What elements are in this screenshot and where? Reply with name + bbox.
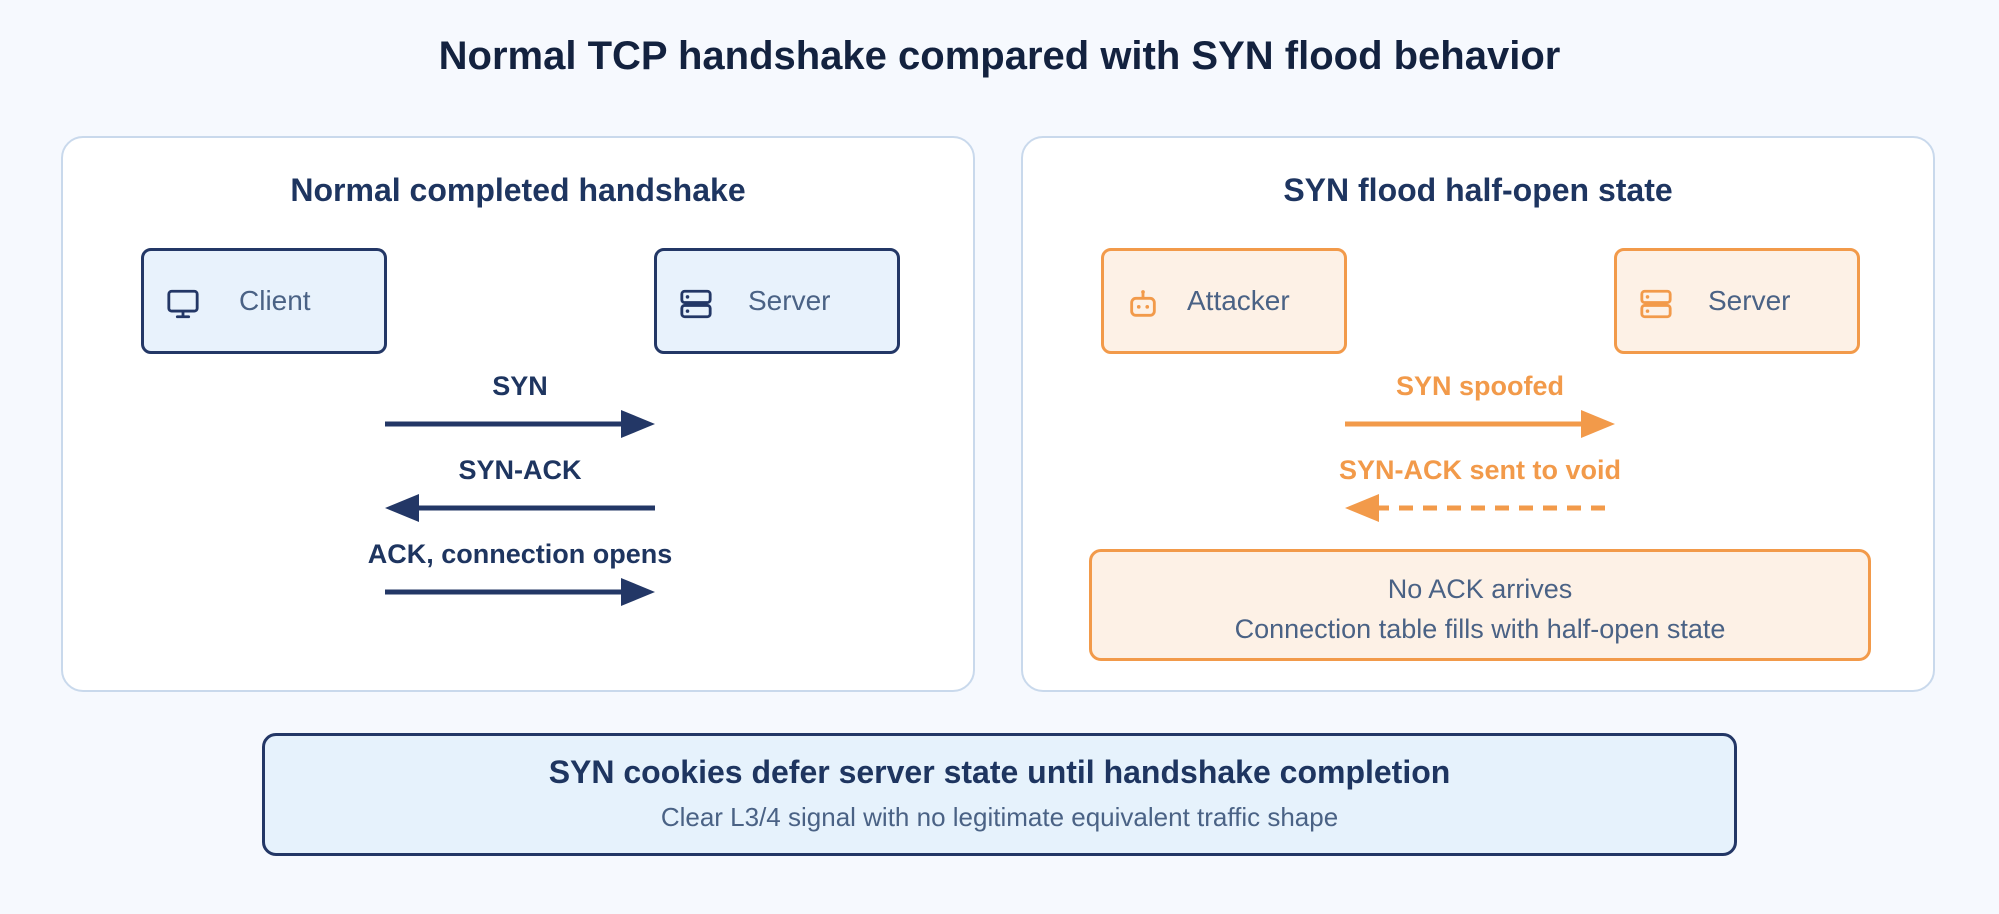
flood-server-node: Server [1614, 248, 1860, 354]
monitor-icon [167, 289, 199, 319]
normal-panel-title: Normal completed handshake [290, 172, 746, 208]
summary-sub: Clear L3/4 signal with no legitimate equ… [660, 802, 1339, 832]
server-node: Server [654, 248, 900, 354]
syn-spoofed-arrow [1345, 410, 1615, 438]
flood-server-label: Server [1708, 285, 1791, 316]
flood-panel-title: SYN flood half-open state [1283, 172, 1673, 208]
server-icon [680, 289, 712, 319]
syn-cookies-summary: SYN cookies defer server state until han… [262, 733, 1737, 856]
syn-ack-arrow [385, 494, 655, 522]
client-node: Client [141, 248, 387, 354]
summary-main: SYN cookies defer server state until han… [548, 754, 1451, 790]
syn-label: SYN [492, 371, 548, 401]
syn-flood-panel: SYN flood half-open state Attacker Serve… [1021, 136, 1935, 692]
client-label: Client [239, 285, 311, 316]
normal-handshake-panel: Normal completed handshake Client Server… [61, 136, 975, 692]
server-icon [1640, 289, 1672, 319]
syn-arrow [385, 410, 655, 438]
syn-ack-label: SYN-ACK [458, 455, 582, 485]
attacker-node: Attacker [1101, 248, 1347, 354]
server-label: Server [748, 285, 831, 316]
note-line-1: No ACK arrives [1387, 574, 1573, 604]
note-line-2: Connection table fills with half-open st… [1234, 614, 1726, 644]
diagram-title: Normal TCP handshake compared with SYN f… [438, 34, 1561, 78]
attacker-label: Attacker [1187, 285, 1290, 316]
half-open-note: No ACK arrives Connection table fills wi… [1089, 549, 1871, 661]
bot-icon [1130, 290, 1156, 317]
ack-label: ACK, connection opens [367, 539, 673, 569]
syn-spoofed-label: SYN spoofed [1395, 371, 1564, 401]
ack-arrow [385, 578, 655, 606]
syn-ack-void-arrow [1345, 494, 1615, 522]
syn-ack-void-label: SYN-ACK sent to void [1338, 455, 1621, 485]
